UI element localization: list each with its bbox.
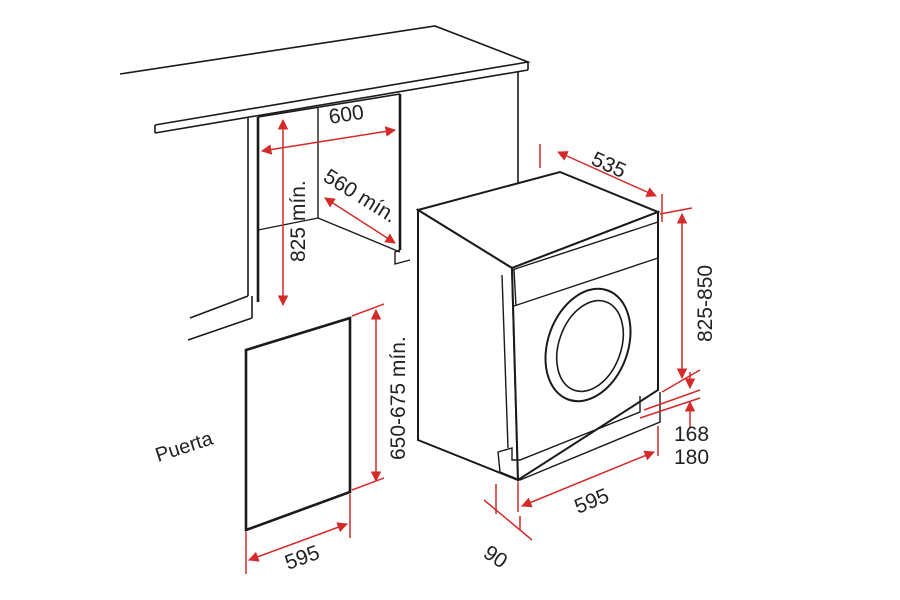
kitchen-counter <box>119 25 532 341</box>
dimension-lines <box>245 118 701 574</box>
dim-niche-depth <box>324 197 396 244</box>
dim-machine-height-ext <box>659 207 693 215</box>
dim-machine-depth <box>557 151 657 197</box>
dim-offset <box>483 499 533 541</box>
door-label: Puerta <box>153 427 217 466</box>
dim-plinth-ext <box>643 389 701 411</box>
dim-niche-width <box>260 126 397 155</box>
machine-depth-label: 535 <box>588 148 629 183</box>
control-panel-line <box>511 221 659 271</box>
worktop-outline <box>119 25 532 126</box>
left-cabinet-edge <box>189 295 249 319</box>
front-edge-line <box>501 274 509 449</box>
plinth-high-label: 180 <box>674 446 709 469</box>
worktop-edge <box>154 69 529 134</box>
washing-machine <box>415 170 661 482</box>
dim-machine-height-ext <box>661 369 701 393</box>
door-panel <box>244 316 352 532</box>
niche-width-label: 600 <box>327 101 365 129</box>
plinth-low-label: 168 <box>674 423 709 446</box>
offset-label: 90 <box>479 541 511 573</box>
machine-width-label: 595 <box>571 484 612 518</box>
control-panel-line <box>513 269 517 307</box>
dim-door-height-ext <box>351 303 385 317</box>
dim-machine-width <box>521 450 655 508</box>
niche-height-label: 825 mín. <box>287 180 310 262</box>
dim-door-height-ext <box>351 477 385 491</box>
porthole-inner <box>555 299 625 393</box>
niche-depth-label: 560 mín. <box>319 165 400 228</box>
machine-height-label: 825-850 <box>694 265 717 342</box>
control-panel-line <box>513 257 659 307</box>
left-cabinet-plinth <box>187 317 253 341</box>
dim-door-width <box>248 522 348 562</box>
door-height-label: 650-675 mín. <box>387 336 410 460</box>
